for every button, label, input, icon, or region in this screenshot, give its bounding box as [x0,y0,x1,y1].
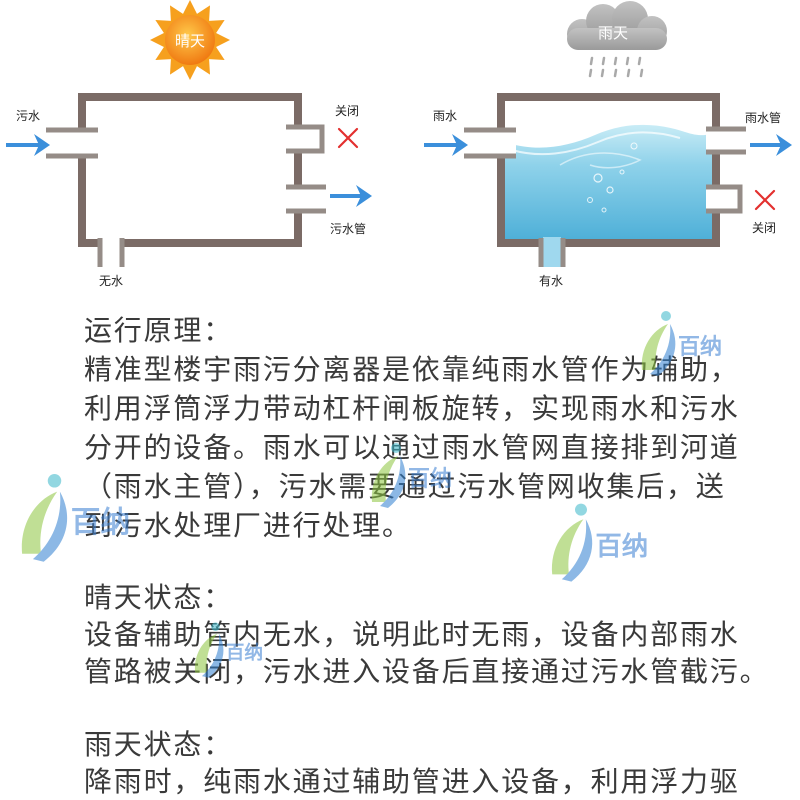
rain-outlet-pipe-rainy [706,126,746,155]
rain-drop [625,56,630,66]
pipe-bore [464,132,516,154]
rain-drop [588,68,593,78]
rain-drop [601,56,606,66]
x-mark-icon [754,189,776,211]
aux-pipe-rainy [538,237,566,267]
water-bubble [587,197,593,203]
section-line: 分开的设备。雨水可以通过雨水管网直接排到河道 [84,431,740,464]
logo-dot [47,474,62,488]
section-heading: 雨天状态： [84,728,234,761]
rain-drop [600,68,605,78]
x-stroke [754,189,776,211]
rain-drop [626,68,631,78]
sunny-weather-label: 晴天 [175,32,205,50]
water-bubble [606,186,614,194]
section-line: （雨水主管），污水需要通过污水管网收集后，送 [84,470,726,503]
section-line: 精准型楼宇雨污分离器是依靠纯雨水管作为辅助， [84,353,740,386]
rain-drop [589,56,594,66]
sunny-aux-pipe-label: 无水 [99,274,123,288]
water-bubble [630,142,638,150]
pipe-bore [46,132,98,154]
rainy-upper-outlet-label: 雨水管 [745,110,781,125]
pipe-bore [706,189,740,209]
pipe-bore [286,189,326,209]
section-operating-principle: 运行原理： 精准型楼宇雨污分离器是依靠纯雨水管作为辅助， 利用浮筒浮力带动杠杆闸… [84,311,740,545]
rain-drop [613,68,618,78]
sunny-diagram: 晴天 [6,0,372,288]
sun-icon: 晴天 [150,0,230,80]
arrow-head [776,134,792,156]
rain-drop [639,68,644,78]
arrow-right-icon [6,134,50,156]
water-bubble [593,173,603,183]
water-highlight [511,131,681,156]
cloud-icon: 雨天 [567,1,667,50]
section-heading: 晴天状态： [84,581,234,614]
section-line: 利用浮筒浮力带动杠杆闸板旋转，实现雨水和污水 [84,392,740,425]
section-rainy-state: 雨天状态： 降雨时，纯雨水通过辅助管进入设备，利用浮力驱 [84,726,740,800]
section-sunny-state: 晴天状态： 设备辅助管内无水，说明此时无雨，设备内部雨水 管路被关闭，污水进入设… [84,579,769,690]
pipe-bore [286,129,322,149]
rain-drops [588,56,644,78]
section-heading: 运行原理： [84,314,234,347]
water-bubble [601,207,607,213]
rainy-weather-label: 雨天 [598,24,628,42]
rainy-aux-pipe-label: 有水 [539,274,563,288]
section-line: 设备辅助管内无水，说明此时无雨，设备内部雨水 [84,618,740,651]
sunny-upper-outlet-label: 关闭 [335,104,359,118]
arrow-head [34,134,50,156]
arrow-right-icon [330,185,372,207]
rainy-lower-outlet-label: 关闭 [752,221,776,235]
x-stroke [337,127,359,149]
sewage-outlet-pipe-sunny [286,184,326,214]
sunny-lower-outlet-label: 污水管 [330,221,366,236]
aux-pipe-sunny [97,237,125,267]
sewage-outlet-pipe-rainy-closed [706,184,743,214]
logo-swoosh [32,491,68,562]
arrow-right-icon [750,134,792,156]
rain-drop [613,56,618,66]
inlet-pipe-rainy [464,127,516,159]
sunny-inlet-label: 污水 [16,109,40,123]
arrow-right-icon [424,134,468,156]
cloud-base [567,28,667,50]
pipe-bore [706,131,746,150]
section-line: 管路被关闭，污水进入设备后直接通过污水管截污。 [84,655,770,688]
pipe-bore-water [543,237,561,267]
water-bubble [619,169,625,175]
rainy-inlet-label: 雨水 [433,109,457,123]
logo-leaf [21,491,58,554]
pipe-bore [102,237,120,267]
rain-outlet-pipe-sunny-closed [286,124,325,154]
sun-disc [165,15,215,65]
section-line: 到污水处理厂进行处理。 [84,509,412,542]
inlet-pipe-sunny [46,127,98,159]
arrow-head [356,185,372,207]
separator-chamber-sunny [78,93,302,247]
water-swirl [559,152,642,169]
rain-drop [637,56,642,66]
arrow-head [452,134,468,156]
water-fill [505,124,712,239]
diagrams-panel: 晴天 [6,0,792,288]
x-mark-icon [337,127,359,149]
section-line: 降雨时，纯雨水通过辅助管进入设备，利用浮力驱 [84,765,740,798]
rainy-diagram: 雨天 [424,1,792,288]
